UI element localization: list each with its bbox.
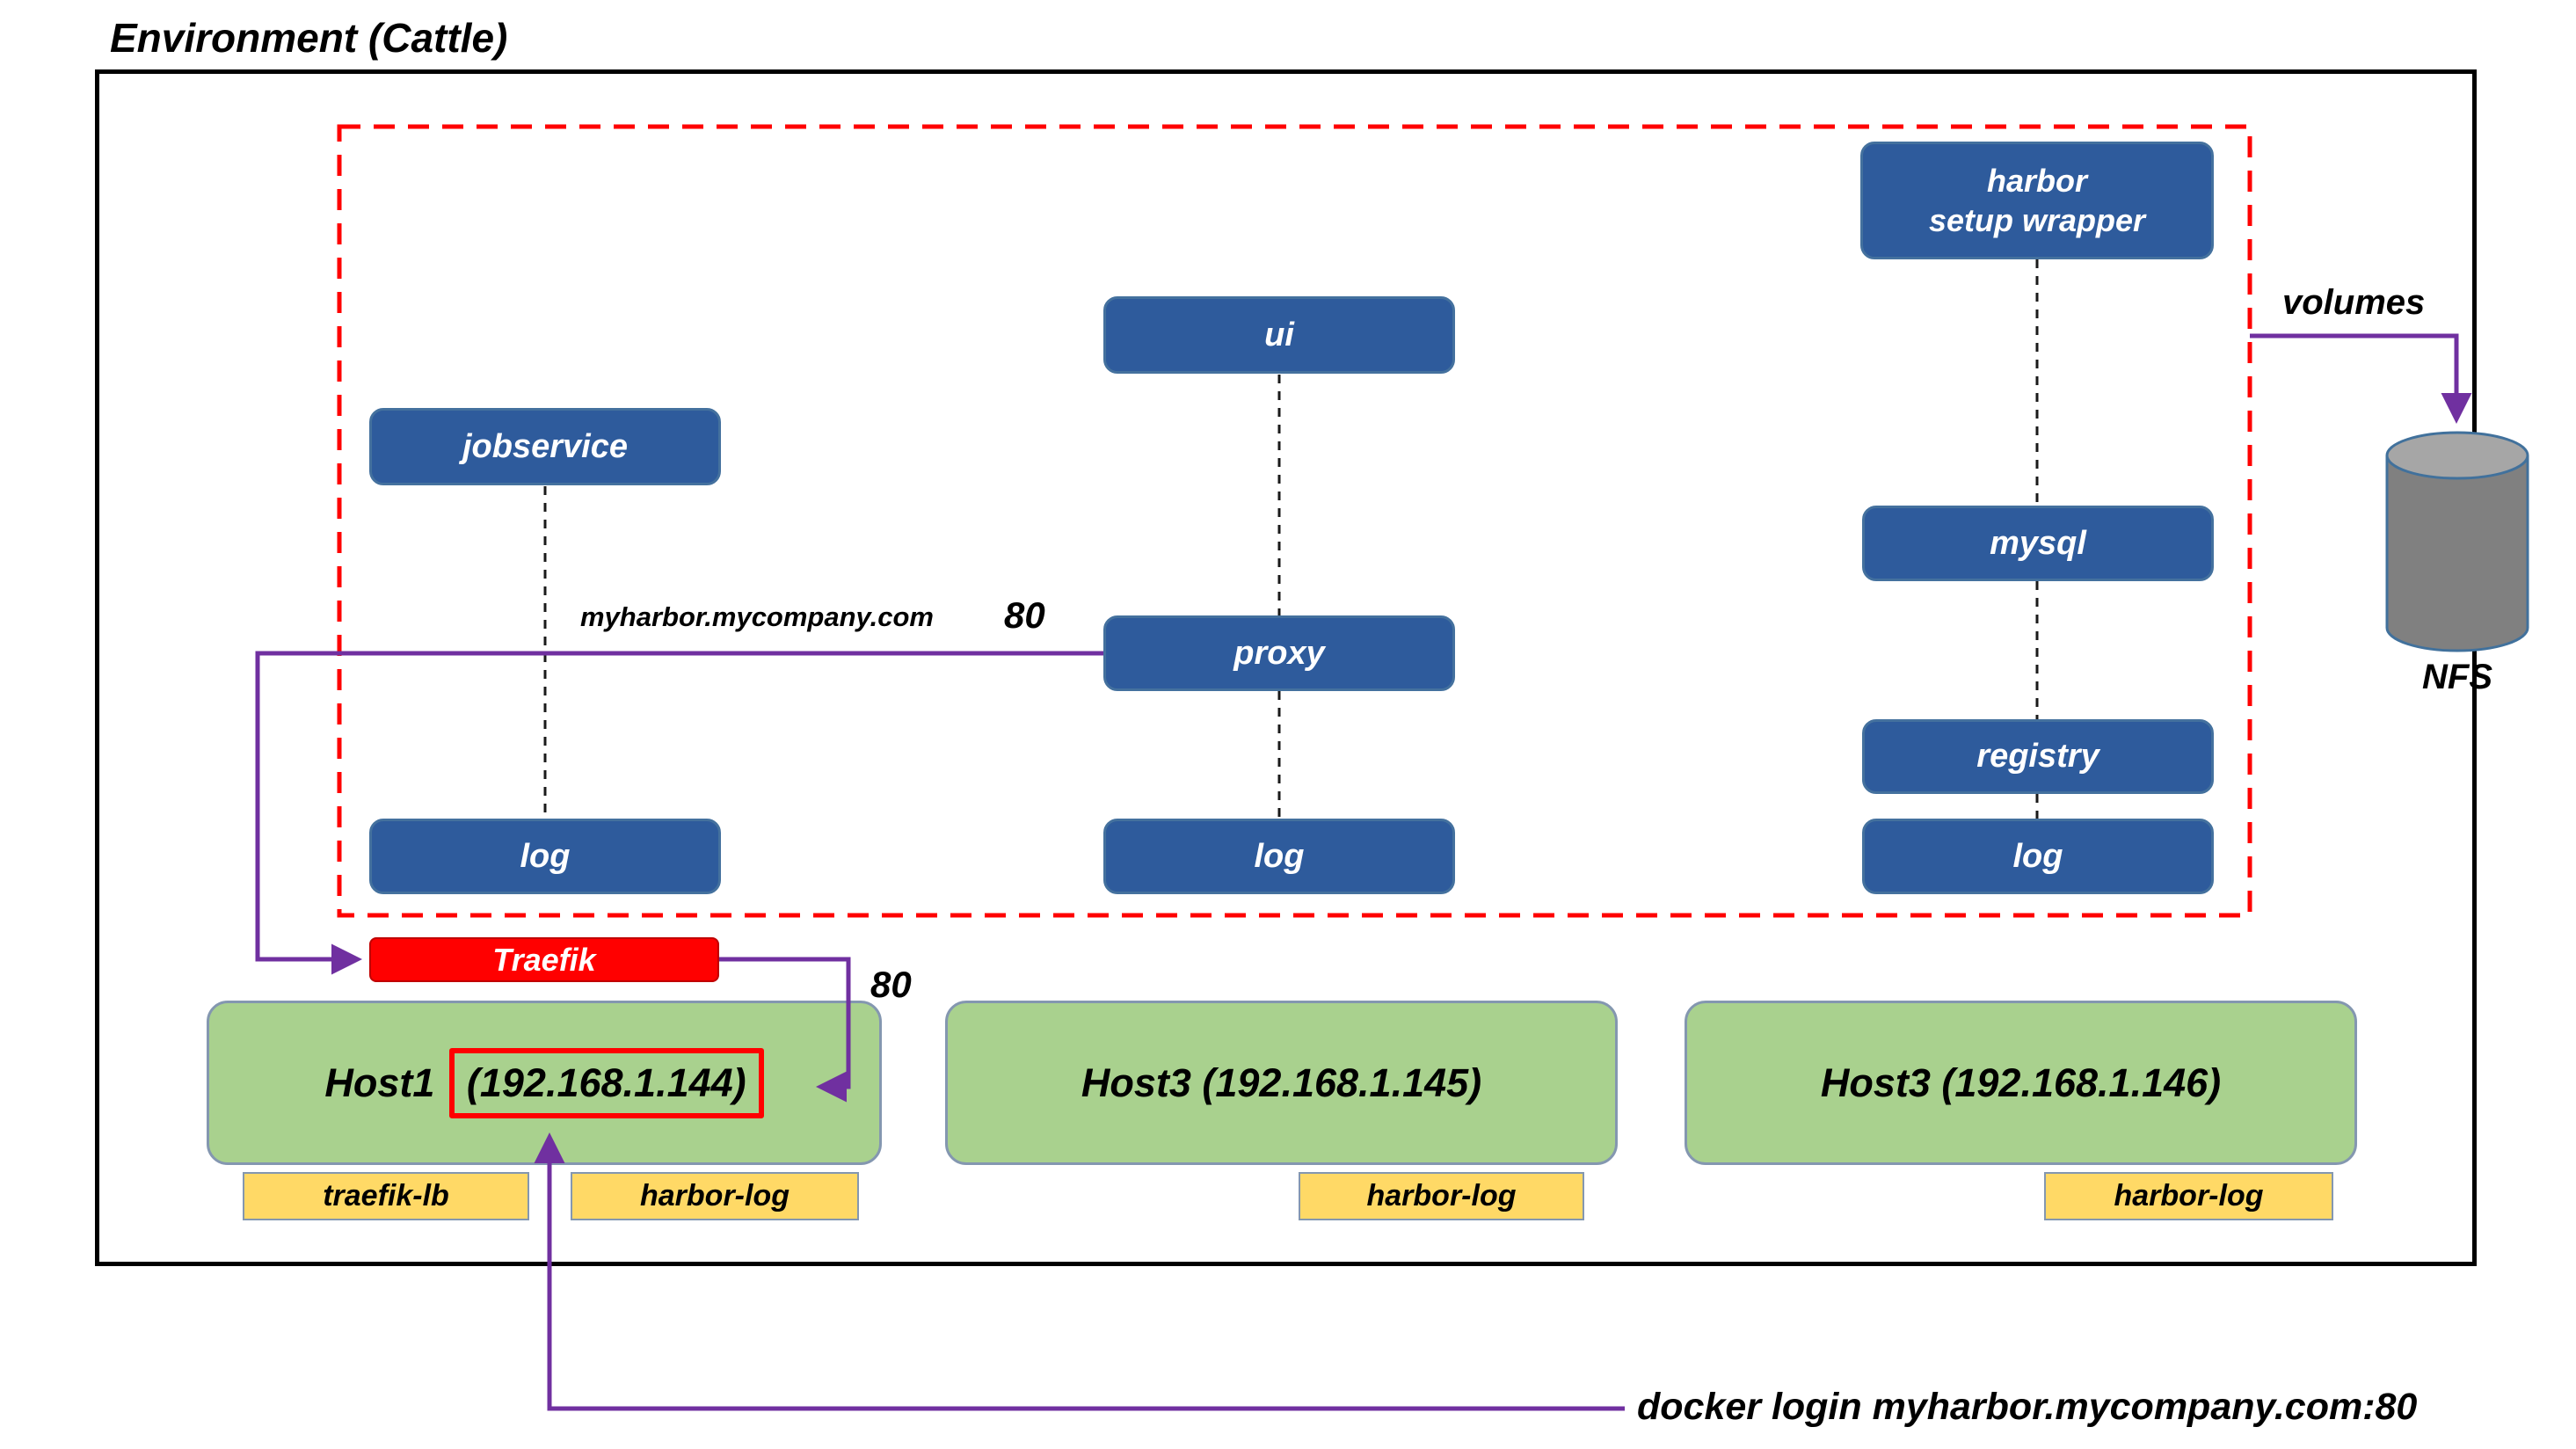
host1-box: Host1 (192.168.1.144): [207, 1001, 882, 1165]
service-box-log-right: log: [1862, 819, 2214, 894]
host3-box: Host3 (192.168.1.146): [1685, 1001, 2357, 1165]
tag-harbor-log-1: harbor-log: [571, 1172, 859, 1220]
service-box-jobservice: jobservice: [369, 408, 721, 485]
service-box-registry: registry: [1862, 719, 2214, 794]
service-box-ui: ui: [1103, 296, 1455, 374]
service-box-harbor-setup-wrapper: harbor setup wrapper: [1860, 142, 2214, 259]
tag-harbor-log-2: harbor-log: [1299, 1172, 1584, 1220]
docker-login-label: docker login myharbor.mycompany.com:80: [1637, 1386, 2418, 1428]
host2-box: Host3 (192.168.1.145): [945, 1001, 1618, 1165]
url-label: myharbor.mycompany.com: [580, 601, 934, 632]
nfs-cylinder: [2385, 431, 2529, 652]
proxy-port-label: 80: [1004, 594, 1045, 636]
traefik-port-label: 80: [870, 964, 912, 1005]
nfs-cylinder-top: [2385, 431, 2529, 480]
nfs-label: NFS: [2422, 658, 2492, 696]
service-box-mysql: mysql: [1862, 506, 2214, 581]
volumes-label: volumes: [2282, 283, 2426, 322]
host1-name: Host1: [324, 1059, 446, 1105]
nfs-cylinder-body: [2385, 455, 2529, 652]
tag-harbor-log-3: harbor-log: [2044, 1172, 2333, 1220]
host2-label: Host3 (192.168.1.145): [1081, 1059, 1482, 1105]
host1-label: Host1 (192.168.1.144): [324, 1047, 764, 1118]
page-title: Environment (Cattle): [110, 15, 508, 61]
traefik-box: Traefik: [369, 937, 719, 982]
host3-label: Host3 (192.168.1.146): [1820, 1059, 2222, 1105]
service-box-proxy: proxy: [1103, 615, 1455, 691]
tag-traefik-lb: traefik-lb: [243, 1172, 529, 1220]
service-box-log-center: log: [1103, 819, 1455, 894]
service-box-log-left: log: [369, 819, 721, 894]
host1-ip-highlight: (192.168.1.144): [448, 1047, 764, 1118]
